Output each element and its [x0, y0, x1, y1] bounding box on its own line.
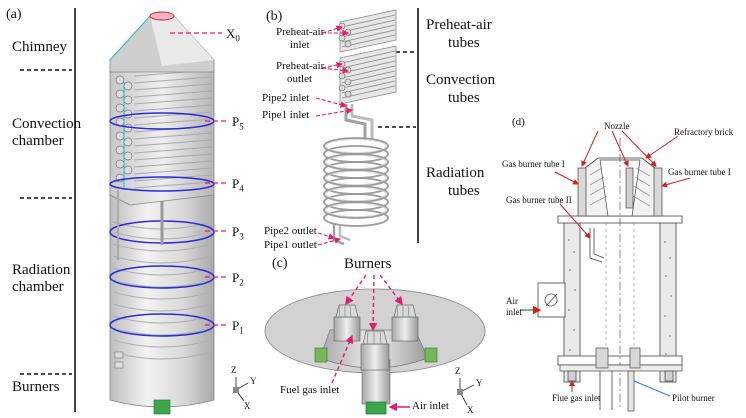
panel-d-label: (d): [512, 116, 525, 128]
label-pipe2-inlet: Pipe2 inlet: [262, 92, 310, 104]
burner-right: [391, 304, 419, 342]
label-pipe1-inlet: Pipe1 inlet: [262, 109, 310, 121]
panel-c-drawing: [264, 274, 486, 415]
panel-a-label: (a): [6, 7, 22, 22]
label-pilot-burner: Pilot burner: [672, 393, 715, 403]
convection-box: [109, 69, 215, 206]
label-pipe2-outlet: Pipe2 outlet: [264, 225, 317, 237]
point-p2: P2: [232, 270, 244, 288]
axis-x-label-c: X: [467, 405, 474, 415]
section-label-radiation-chamber: chamber: [12, 279, 64, 295]
label-gas-burner-tube-1-left: Gas burner tube I: [502, 159, 565, 169]
label-preheat-air-outlet-1: Preheat-air: [276, 60, 325, 72]
axis-triad-a: [233, 377, 249, 402]
panel-a-drawing: [20, 8, 249, 415]
label-preheat-air-inlet-2: inlet: [290, 39, 310, 51]
burner-left: [333, 304, 361, 342]
section-label-chimney: Chimney: [12, 39, 67, 55]
section-label-convection: Convection: [12, 116, 82, 132]
panel-b-label: (b): [266, 9, 283, 24]
label-convection-tubes-2: tubes: [448, 90, 480, 106]
label-refractory-brick: Refractory brick: [674, 127, 734, 137]
burner-port: [114, 351, 124, 359]
axis-x-label-a: X: [244, 401, 251, 411]
point-p1: P1: [232, 318, 244, 336]
axis-z-label-c: Z: [455, 366, 461, 376]
section-label-burners: Burners: [12, 379, 60, 395]
convection-tubes: [339, 45, 397, 105]
panel-d-drawing: [520, 130, 691, 412]
label-nozzle: Nozzle: [604, 121, 630, 131]
label-preheat-air-outlet-2: outlet: [287, 73, 313, 85]
label-pipe1-outlet: Pipe1 outlet: [264, 239, 317, 251]
label-gas-burner-tube-1-right: Gas burner tube I: [668, 167, 731, 177]
panel-c-label: (c): [272, 256, 288, 271]
axis-z-label-a: Z: [231, 365, 237, 375]
section-label-convection-chamber: chamber: [12, 133, 64, 149]
label-flue-gas-inlet: Flue gas inlet: [552, 393, 601, 403]
label-air-inlet-d-2: inlet: [506, 307, 522, 317]
air-inlet-stub: [153, 399, 171, 415]
burner-port: [114, 361, 124, 369]
point-p4: P4: [232, 176, 244, 194]
chimney-outlet: [149, 11, 175, 21]
label-preheat-air-tubes-1: Preheat-air: [426, 17, 492, 33]
axis-y-label-a: Y: [250, 376, 257, 386]
air-inlet-green: [365, 401, 387, 415]
ring-p4: [109, 176, 215, 192]
label-convection-tubes-1: Convection: [426, 72, 496, 88]
point-p3: P3: [232, 224, 244, 242]
label-air-inlet-d-1: Air: [506, 296, 518, 306]
section-label-radiation: Radiation: [12, 262, 71, 278]
point-p5: P5: [232, 114, 244, 132]
axis-y-label-c: Y: [476, 378, 483, 388]
panel-b-drawing: [315, 8, 419, 246]
point-x0: X0: [226, 26, 240, 44]
label-burners: Burners: [344, 256, 392, 272]
label-gas-burner-tube-2: Gas burner tube II: [506, 195, 572, 205]
label-air-inlet-c: Air inlet: [412, 400, 449, 412]
preheat-air-tubes: [339, 9, 397, 53]
label-preheat-air-inlet-1: Preheat-air: [276, 26, 325, 38]
axis-triad-c: [457, 378, 475, 406]
label-fuel-gas-inlet: Fuel gas inlet: [280, 384, 340, 396]
label-radiation-tubes-2: tubes: [448, 183, 480, 199]
label-radiation-tubes-1: Radiation: [426, 165, 485, 181]
label-preheat-air-tubes-2: tubes: [448, 35, 480, 51]
radiation-coil: [323, 137, 389, 227]
burner-center: [360, 330, 390, 371]
